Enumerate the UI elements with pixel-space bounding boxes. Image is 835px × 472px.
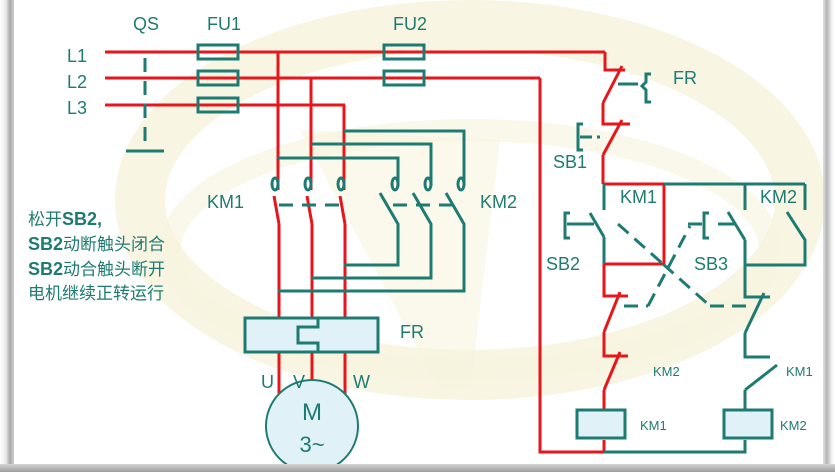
label-km1-coil: KM1: [640, 418, 667, 433]
label-km2-coil: KM2: [780, 418, 807, 433]
coil-km2: [722, 408, 774, 440]
note-line-1: 松开SB2,: [28, 209, 103, 230]
coil-km1: [575, 408, 627, 440]
motor-label-phase: 3~: [299, 432, 324, 457]
motor-label-m: M: [302, 399, 322, 426]
label-km1-main: KM1: [207, 192, 244, 212]
label-fr-main: FR: [400, 322, 424, 342]
motor: [265, 379, 359, 472]
control-active-path: [601, 52, 666, 452]
note-line-4: 电机继续正转运行: [28, 284, 164, 304]
fr-thermal-relay: [243, 316, 380, 354]
note-line-2: SB2动断触头闭合: [28, 234, 166, 255]
fuse-fu2: [382, 43, 426, 87]
slide-frame-bottom: [0, 464, 835, 472]
label-km2-interlock: KM2: [653, 364, 680, 379]
power-wires: [105, 50, 607, 454]
label-km1-aux: KM1: [620, 187, 657, 207]
fuse-fu1: [196, 43, 240, 114]
explanation-note: 松开SB2, SB2动断触头闭合 SB2动合触头断开 电机继续正转运行: [28, 207, 165, 306]
control-wiring: [563, 72, 807, 454]
label-km2-aux: KM2: [760, 187, 797, 207]
slide-frame-left: [0, 0, 14, 472]
label-fu1: FU1: [207, 14, 241, 34]
qs-switch: [126, 58, 164, 153]
label-sb3: SB3: [694, 254, 728, 274]
label-qs: QS: [133, 14, 159, 34]
label-w: W: [353, 372, 370, 392]
slide-frame-right: [823, 0, 835, 472]
label-l2: L2: [67, 72, 87, 92]
background-beam: [300, 130, 500, 390]
label-sb1: SB1: [553, 152, 587, 172]
label-l3: L3: [67, 98, 87, 118]
label-fu2: FU2: [393, 14, 427, 34]
label-sb2: SB2: [546, 254, 580, 274]
label-u: U: [261, 372, 274, 392]
km2-wiring: [278, 129, 466, 293]
label-km1-interlock: KM1: [786, 364, 813, 379]
label-fr-control: FR: [673, 68, 697, 88]
label-l1: L1: [67, 46, 87, 66]
label-km2-main: KM2: [480, 192, 517, 212]
contact-terminals: [270, 176, 466, 192]
note-line-3: SB2动合触头断开: [28, 259, 166, 280]
label-v: V: [293, 372, 305, 392]
